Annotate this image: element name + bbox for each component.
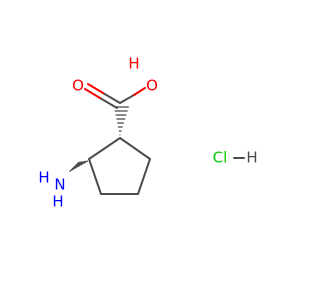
hydrochloride-salt: Cl H: [213, 149, 258, 167]
ring-bond-1: [119, 137, 151, 160]
carbonyl-double-bond-b: [99, 97, 118, 109]
chemical-structure-diagram: O O H N H H Cl H: [38, 55, 258, 211]
amine-hydrogen-label-1: H: [38, 169, 49, 187]
chlorine-label: Cl: [213, 149, 228, 167]
hydroxyl-hydrogen-label: H: [128, 55, 139, 73]
carboxyl-group: [84, 83, 146, 109]
hydroxyl-bond-red: [133, 87, 146, 96]
structure-canvas: O O H N H H Cl H: [38, 54, 258, 211]
carbonyl-double-bond-b-red: [84, 88, 101, 99]
hashed-wedge-amine: [69, 160, 89, 173]
hashed-wedge-carboxyl: [114, 106, 129, 136]
ring-bond-2: [137, 158, 151, 195]
carbonyl-double-bond-a: [102, 92, 121, 104]
hydroxyl-bond: [119, 94, 135, 104]
amine-hydrogen-label-2: H: [52, 193, 63, 211]
salt-hydrogen-label: H: [246, 149, 257, 167]
ring-bond-4: [88, 158, 102, 195]
ring-bond-5: [88, 137, 121, 160]
carbonyl-oxygen-label: O: [72, 77, 84, 95]
cyclopentane-ring: [88, 137, 151, 195]
carbonyl-double-bond-a-red: [87, 83, 104, 94]
amine-nitrogen-label: N: [54, 176, 65, 194]
hydroxyl-oxygen-label: O: [146, 77, 158, 95]
